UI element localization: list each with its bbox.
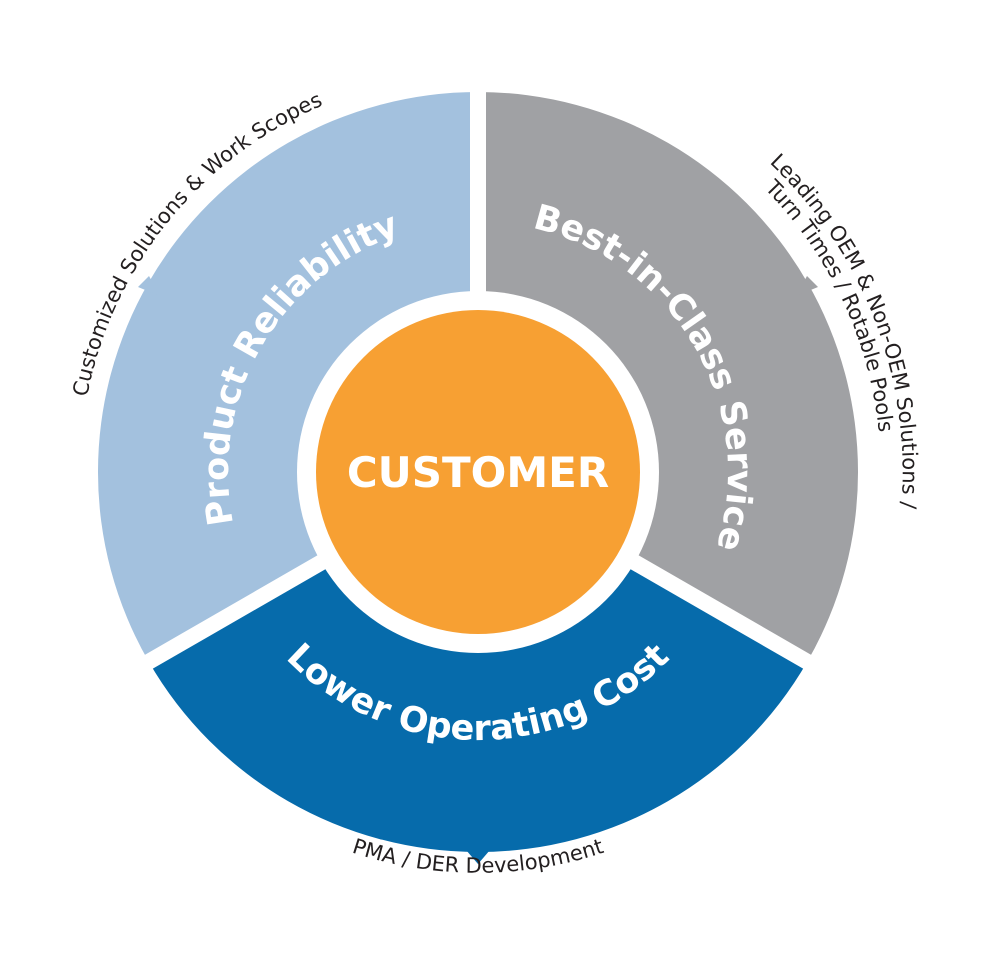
center-circle	[316, 310, 640, 634]
pointer-notch-bottom	[466, 850, 490, 864]
pointer-notch-right	[796, 276, 818, 296]
pointer-notch-left	[138, 276, 160, 296]
center-label: CUSTOMER	[347, 448, 609, 497]
